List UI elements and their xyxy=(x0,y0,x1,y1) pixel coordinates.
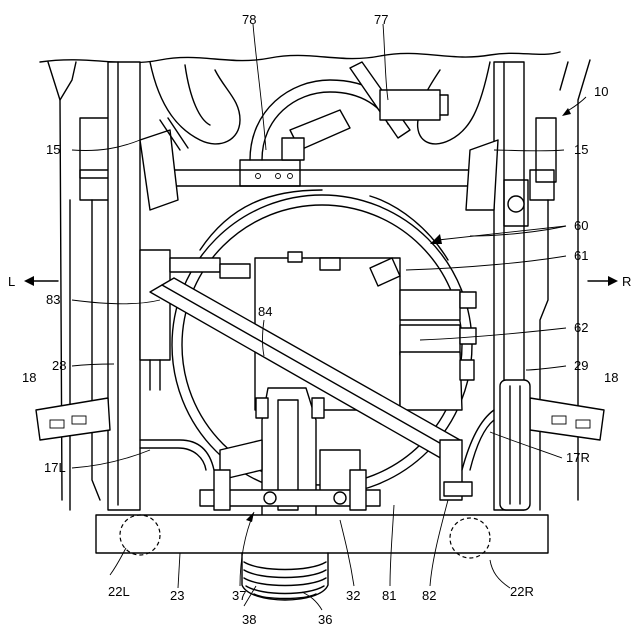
label-62: 62 xyxy=(574,320,588,335)
bracket-82 xyxy=(440,440,472,500)
label-18-right: 18 xyxy=(604,370,618,385)
knob xyxy=(508,196,524,212)
label-15-right: 15 xyxy=(574,142,588,157)
label-28: 28 xyxy=(52,358,66,373)
label-61: 61 xyxy=(574,248,588,263)
connector-77 xyxy=(282,62,448,160)
right-direction-arrow xyxy=(588,276,618,286)
label-82: 82 xyxy=(422,588,436,603)
label-22r: 22R xyxy=(510,584,534,599)
left-footrest-18 xyxy=(36,398,110,440)
label-29: 29 xyxy=(574,358,588,373)
left-frame-tube xyxy=(108,62,140,510)
label-84: 84 xyxy=(258,304,272,319)
label-22l: 22L xyxy=(108,584,130,599)
direction-left-label: L xyxy=(8,274,15,289)
label-77: 77 xyxy=(374,12,388,27)
left-side-frame xyxy=(48,62,110,510)
label-37: 37 xyxy=(232,588,246,603)
label-38: 38 xyxy=(242,612,256,627)
label-17l: 17L xyxy=(44,460,66,475)
label-78: 78 xyxy=(242,12,256,27)
left-arm-15 xyxy=(140,130,178,210)
spring-36 xyxy=(242,553,328,600)
label-10: 10 xyxy=(594,84,608,99)
pipe-17r xyxy=(462,410,494,470)
left-upper-cowl-inner xyxy=(185,65,210,125)
left-direction-arrow xyxy=(24,276,58,286)
right-side-frame xyxy=(530,60,590,510)
top-break-line xyxy=(40,52,560,63)
label-60: 60 xyxy=(574,218,588,233)
label-17r: 17R xyxy=(566,450,590,465)
right-footrest-18 xyxy=(530,398,604,440)
pipe-17l xyxy=(140,440,214,470)
label-18-left: 18 xyxy=(22,370,36,385)
upper-cross-member xyxy=(150,160,490,186)
label-15-left: 15 xyxy=(46,142,60,157)
direction-right-label: R xyxy=(622,274,631,289)
base-plate-23 xyxy=(96,515,548,553)
label-32: 32 xyxy=(346,588,360,603)
label-36: 36 xyxy=(318,612,332,627)
label-23: 23 xyxy=(170,588,184,603)
label-83: 83 xyxy=(46,292,60,307)
label-81: 81 xyxy=(382,588,396,603)
right-arm-15 xyxy=(466,140,498,210)
